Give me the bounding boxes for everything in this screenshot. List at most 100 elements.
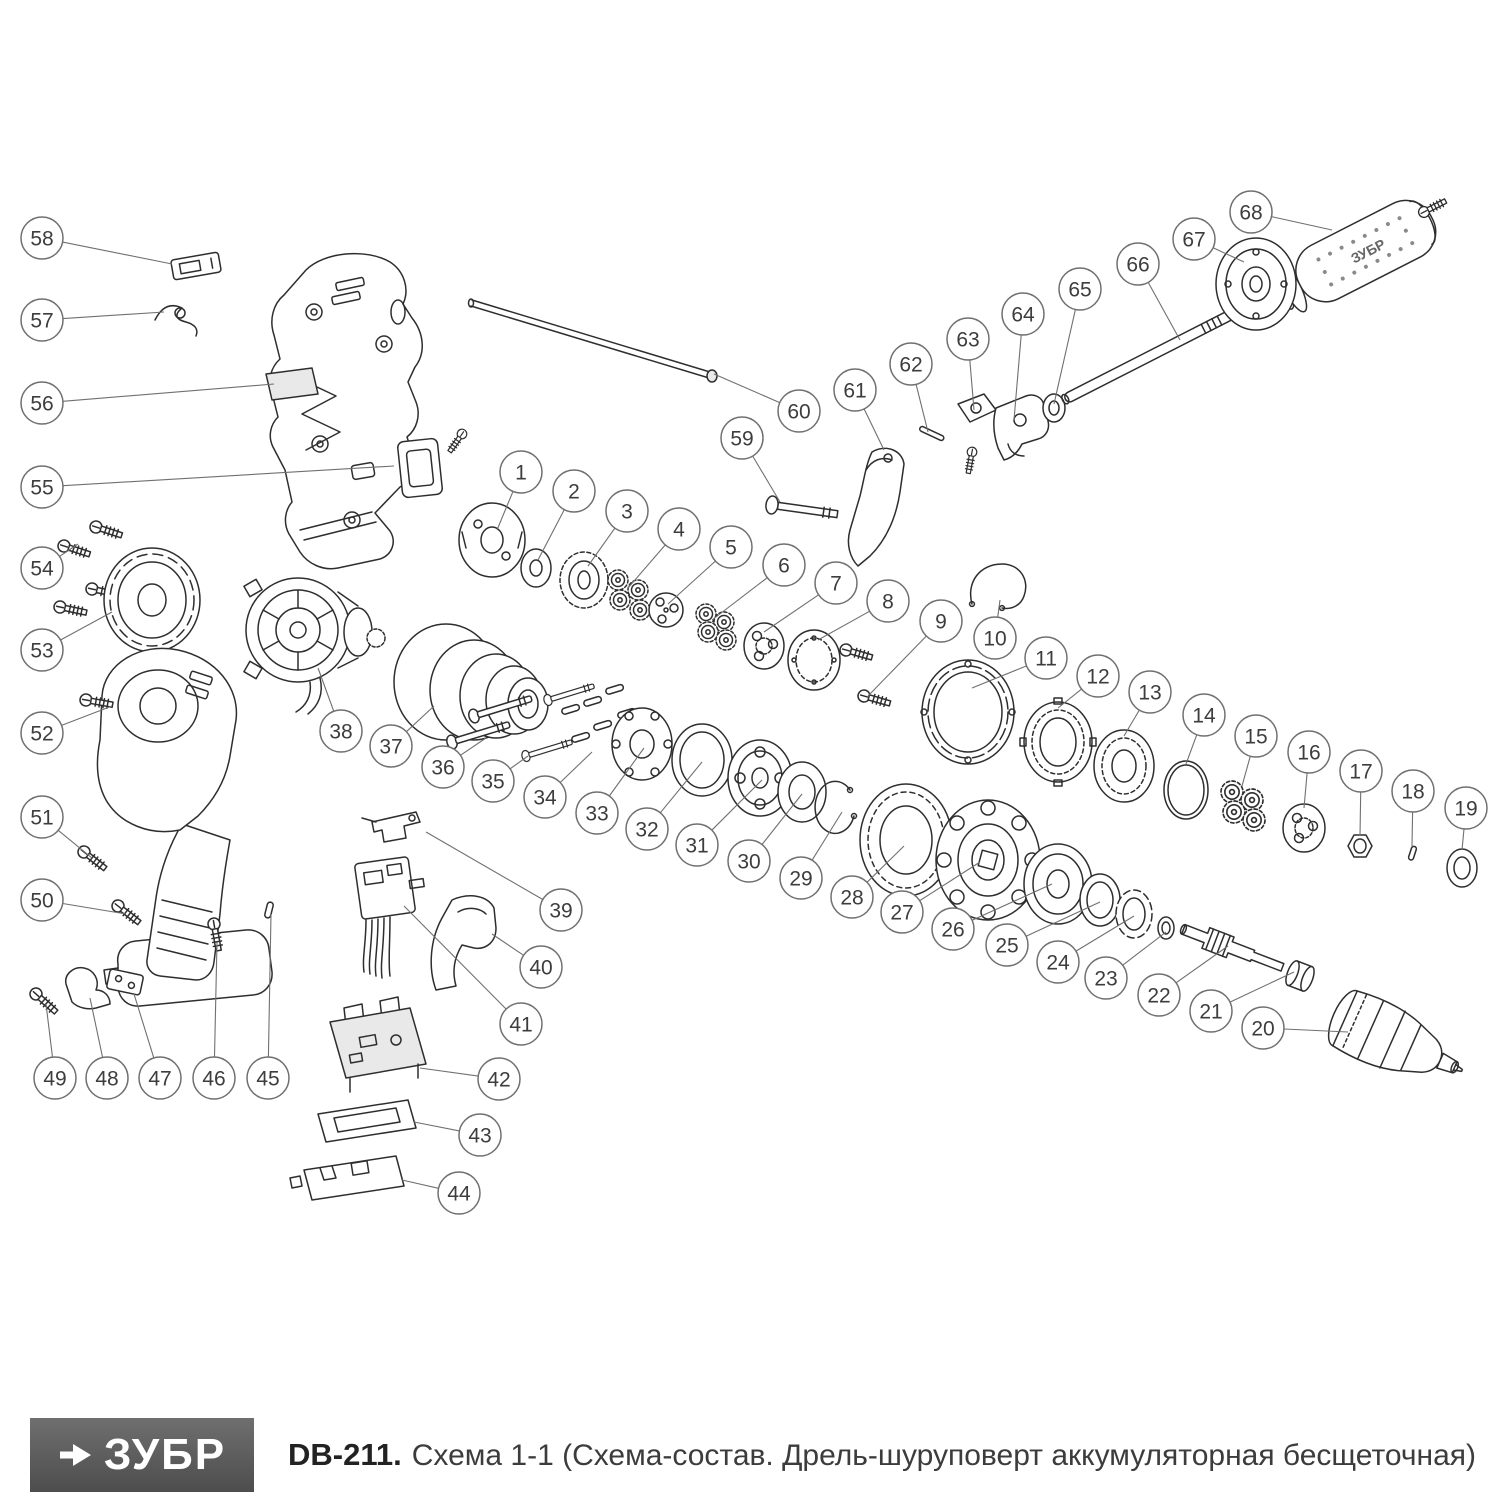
battery-terminal-plate — [317, 1099, 417, 1143]
callout-circle-23 — [1084, 956, 1128, 1000]
leader-line-20 — [1283, 1028, 1349, 1033]
callout-circle-2 — [552, 469, 596, 513]
callout-63: 63 — [946, 317, 990, 411]
callout-16: 16 — [1287, 730, 1331, 809]
callout-number-4: 4 — [673, 519, 685, 542]
callout-number-1: 1 — [515, 462, 527, 485]
callout-13: 13 — [1123, 670, 1172, 737]
callout-circle-42 — [477, 1057, 521, 1101]
callout-61: 61 — [833, 368, 885, 451]
callout-11: 11 — [971, 636, 1068, 689]
leader-line-34 — [559, 751, 593, 783]
callout-number-25: 25 — [995, 935, 1018, 958]
leader-line-68 — [1271, 216, 1333, 231]
leader-line-60 — [713, 373, 780, 404]
leader-line-12 — [1057, 688, 1082, 709]
handle-flange — [1215, 237, 1297, 331]
leader-line-33 — [608, 747, 645, 797]
callout-29: 29 — [779, 811, 843, 900]
dowel-pin — [1407, 845, 1418, 861]
callout-circle-59 — [720, 416, 764, 460]
callout-58: 58 — [20, 216, 173, 265]
leader-line-2 — [537, 509, 565, 561]
callout-4: 4 — [627, 507, 701, 589]
snap-ring — [814, 780, 858, 835]
motor-front-plate — [458, 502, 526, 578]
model-number: DB-211. — [288, 1437, 402, 1472]
callout-38: 38 — [317, 667, 363, 753]
callout-number-58: 58 — [30, 228, 53, 251]
callout-circle-16 — [1287, 730, 1331, 774]
leader-line-23 — [1122, 931, 1167, 966]
leader-line-19 — [1461, 828, 1465, 851]
leader-line-41 — [403, 905, 507, 1010]
gearbox-rear-case — [920, 659, 1016, 765]
terminal-holder — [289, 1155, 405, 1201]
callout-64: 64 — [1001, 292, 1045, 421]
callout-circle-3 — [605, 489, 649, 533]
callout-number-6: 6 — [778, 555, 790, 578]
ring-gear-mid — [1019, 697, 1097, 787]
callout-circle-58 — [20, 216, 64, 260]
callout-circle-36 — [421, 745, 465, 789]
callout-circle-65 — [1058, 267, 1102, 311]
callout-circle-54 — [20, 546, 64, 590]
planet-gear-set-2 — [695, 603, 737, 651]
callout-circle-60 — [777, 389, 821, 433]
gearbox-housing — [393, 623, 549, 741]
callout-15: 15 — [1234, 714, 1278, 787]
leader-line-24 — [1075, 915, 1135, 952]
leader-line-30 — [761, 793, 803, 845]
leader-line-65 — [1053, 309, 1076, 405]
leader-line-61 — [863, 408, 885, 451]
callout-number-11: 11 — [1035, 648, 1057, 671]
leader-line-31 — [711, 779, 763, 831]
callout-number-40: 40 — [529, 957, 552, 980]
callout-55: 55 — [20, 465, 395, 509]
callout-number-30: 30 — [737, 851, 760, 874]
callout-circle-19 — [1444, 786, 1488, 830]
brand-name: ЗУБР — [103, 1430, 227, 1479]
callout-10: 10 — [973, 599, 1017, 660]
leader-line-27 — [919, 861, 981, 902]
leader-line-67 — [1212, 247, 1245, 263]
callout-circle-12 — [1076, 654, 1120, 698]
callout-number-39: 39 — [549, 900, 572, 923]
callout-number-17: 17 — [1349, 761, 1372, 784]
leader-line-56 — [62, 383, 275, 402]
callout-circle-67 — [1172, 217, 1216, 261]
callout-number-31: 31 — [685, 835, 708, 858]
callout-number-38: 38 — [329, 721, 352, 744]
callout-circle-35 — [471, 759, 515, 803]
depth-rod — [467, 298, 718, 383]
clamp-bracket — [993, 394, 1050, 461]
spacer-sleeve — [1285, 960, 1315, 992]
clamp-half — [957, 393, 997, 475]
callout-32: 32 — [625, 761, 703, 851]
planet-carrier-3 — [1282, 803, 1326, 853]
spring-wire — [154, 305, 198, 337]
leader-line-66 — [1147, 282, 1181, 341]
leader-line-58 — [62, 241, 173, 265]
planet-gear-set-3 — [1220, 780, 1266, 832]
collar — [1042, 393, 1066, 423]
clamp-pin — [919, 425, 945, 442]
callout-2: 2 — [537, 469, 596, 561]
callout-17: 17 — [1339, 749, 1383, 837]
callout-25: 25 — [985, 901, 1101, 967]
left-shell-fasteners — [26, 692, 274, 1018]
callout-circle-34 — [523, 775, 567, 819]
callout-circle-29 — [779, 856, 823, 900]
callout-number-61: 61 — [843, 380, 866, 403]
callout-27: 27 — [880, 861, 981, 934]
leader-line-35 — [509, 755, 529, 770]
callout-number-34: 34 — [533, 787, 557, 810]
planet-gear-set-1 — [607, 569, 651, 621]
clip-plate — [170, 251, 222, 281]
callout-circle-13 — [1128, 670, 1172, 714]
callout-circle-11 — [1024, 636, 1068, 680]
callout-1: 1 — [496, 450, 543, 531]
callout-number-22: 22 — [1147, 985, 1170, 1008]
motor-end-cap — [103, 547, 201, 653]
